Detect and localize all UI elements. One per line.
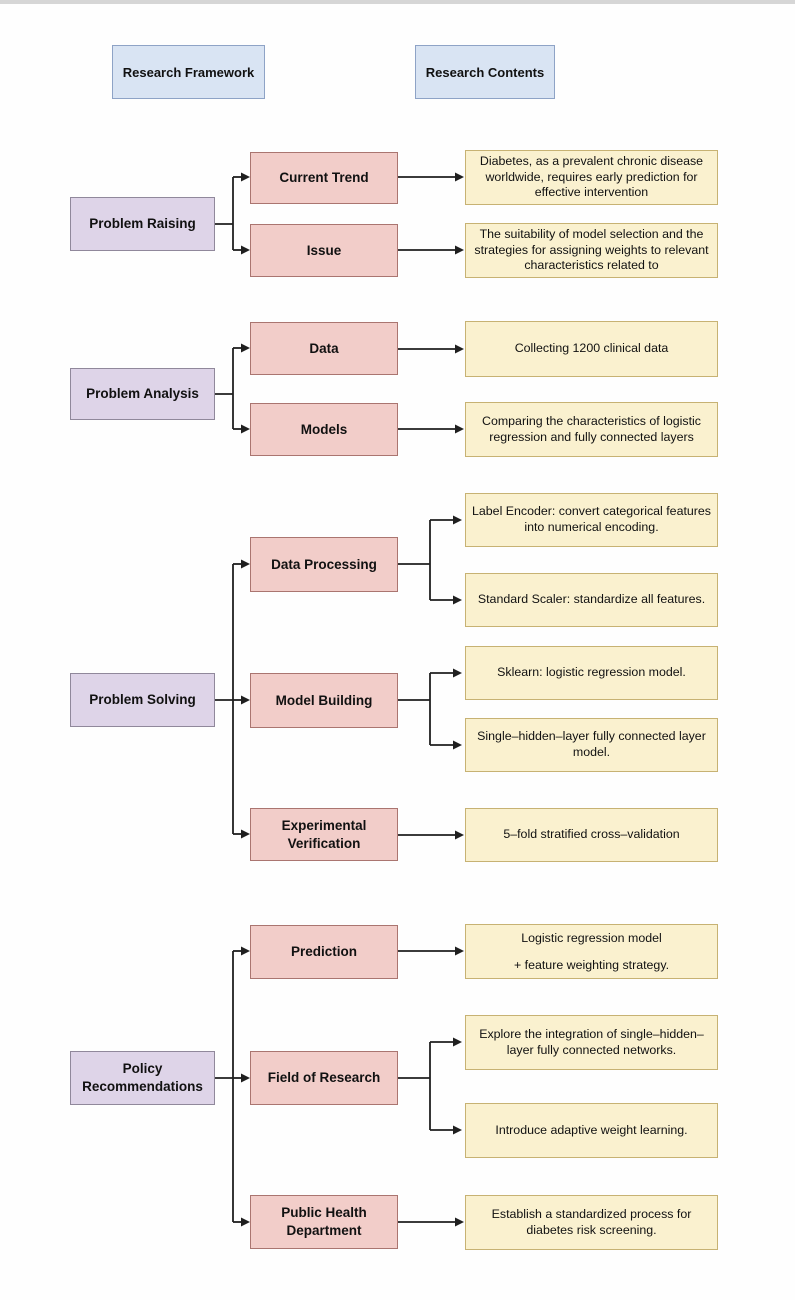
stage-problem-solving: Problem Solving [70, 673, 215, 727]
header-research-framework: Research Framework [112, 45, 265, 99]
detail-cross-validation: 5–fold stratified cross–validation [465, 808, 718, 862]
stage-problem-raising: Problem Raising [70, 197, 215, 251]
branch-field-of-research: Field of Research [250, 1051, 398, 1105]
branch-experimental-verification: Experimental Verification [250, 808, 398, 861]
detail-explore-integration: Explore the integration of single–hidden… [465, 1015, 718, 1070]
top-edge-strip [0, 0, 795, 4]
detail-adaptive-weight: Introduce adaptive weight learning. [465, 1103, 718, 1158]
detail-label-encoder: Label Encoder: convert categorical featu… [465, 493, 718, 547]
header-research-contents: Research Contents [415, 45, 555, 99]
branch-current-trend: Current Trend [250, 152, 398, 204]
stage-policy-recommendations: Policy Recommendations [70, 1051, 215, 1105]
detail-models: Comparing the characteristics of logisti… [465, 402, 718, 457]
branch-prediction: Prediction [250, 925, 398, 979]
branch-model-building: Model Building [250, 673, 398, 728]
branch-public-health-department: Public Health Department [250, 1195, 398, 1249]
detail-single-hidden-layer: Single–hidden–layer fully connected laye… [465, 718, 718, 772]
detail-data: Collecting 1200 clinical data [465, 321, 718, 377]
branch-data-processing: Data Processing [250, 537, 398, 592]
detail-prediction: Logistic regression model + feature weig… [465, 924, 718, 979]
branch-models: Models [250, 403, 398, 456]
detail-current-trend: Diabetes, as a prevalent chronic disease… [465, 150, 718, 205]
detail-standardized-process: Establish a standardized process for dia… [465, 1195, 718, 1250]
detail-issue: The suitability of model selection and t… [465, 223, 718, 278]
branch-data: Data [250, 322, 398, 375]
branch-issue: Issue [250, 224, 398, 277]
detail-standard-scaler: Standard Scaler: standardize all feature… [465, 573, 718, 627]
detail-sklearn: Sklearn: logistic regression model. [465, 646, 718, 700]
stage-problem-analysis: Problem Analysis [70, 368, 215, 420]
